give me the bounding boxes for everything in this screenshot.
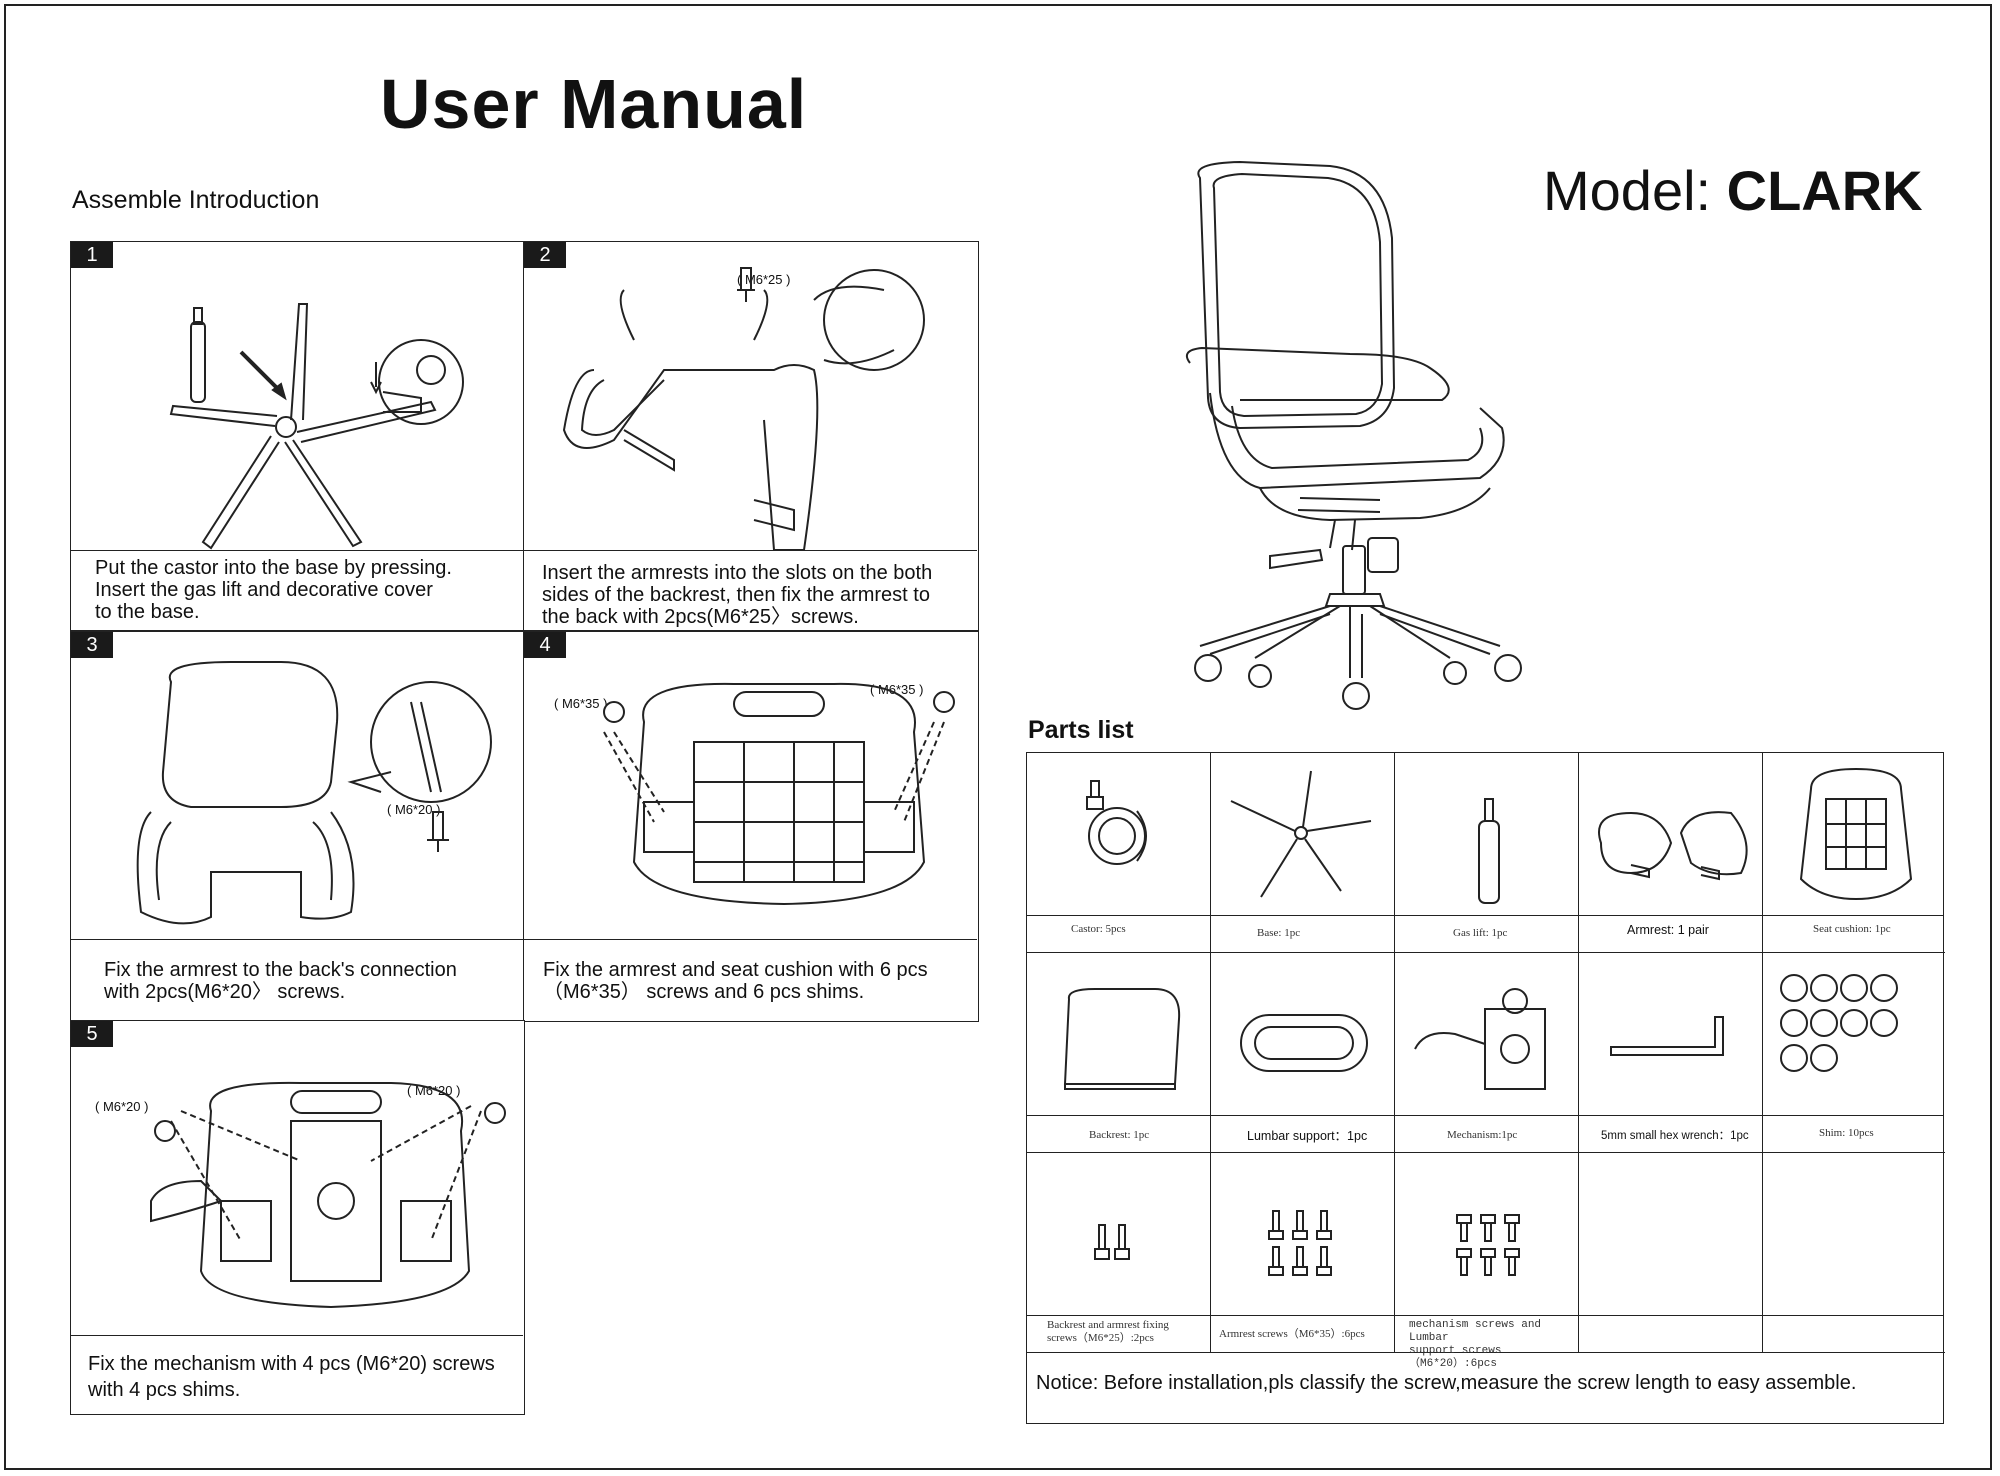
step-4-caption: Fix the armrest and seat cushion with 6 … [543, 959, 928, 1003]
step-4-screw-label-right: ( M6*35 ) [870, 682, 924, 697]
step-2-panel: 2 ( M6*25 ) Insert the armrests into the… [523, 241, 979, 631]
parts-cell-castor: Castor: 5pcs [1027, 753, 1211, 953]
parts-cell-backrest: Backrest: 1pc [1027, 953, 1211, 1153]
parts-cell-hex-wrench: 5mm small hex wrench：1pc [1579, 953, 1763, 1153]
step-1-caption-divider [71, 550, 523, 551]
parts-row3-caption-divider [1027, 1315, 1943, 1316]
step-number: 2 [524, 242, 566, 268]
screws-icon [1455, 1215, 1525, 1279]
parts-label: Gas lift: 1pc [1453, 927, 1508, 939]
step-number: 3 [71, 632, 113, 658]
parts-label: Armrest screws（M6*35）:6pcs [1219, 1328, 1365, 1340]
parts-label: Castor: 5pcs [1071, 923, 1126, 935]
office-chair-illustration [1180, 158, 1570, 728]
parts-cell-base: Base: 1pc [1211, 753, 1395, 953]
step-2-caption: Insert the armrests into the slots on th… [542, 562, 933, 628]
parts-label: Backrest: 1pc [1089, 1129, 1150, 1141]
step-5-caption-divider [71, 1335, 523, 1336]
step-2-caption-divider [524, 550, 977, 551]
parts-cell-armrest-screws: Armrest screws（M6*35）:6pcs [1211, 1153, 1395, 1353]
parts-label: Lumbar support：1pc [1247, 1129, 1368, 1143]
lumbar-support-icon [1239, 1013, 1369, 1073]
seat-cushion-underside-illustration [604, 672, 964, 912]
parts-row2-caption-divider [1027, 1115, 1943, 1116]
parts-label: mechanism screws and Lumbar support scre… [1409, 1319, 1542, 1370]
parts-cell-lumbar-support: Lumbar support：1pc [1211, 953, 1395, 1153]
castor-icon [1077, 781, 1157, 871]
model-prefix: Model: [1543, 159, 1727, 222]
hex-wrench-icon [1611, 1017, 1731, 1057]
step-1-caption: Put the castor into the base by pressing… [95, 557, 452, 623]
parts-cell-seat-cushion: Seat cushion: 1pc [1763, 753, 1945, 953]
star-base-illustration [171, 302, 511, 542]
step-3-caption: Fix the armrest to the back's connection… [104, 959, 457, 1003]
mechanism-attachment-illustration [151, 1071, 521, 1311]
parts-row1-caption-divider [1027, 915, 1943, 916]
parts-list-title: Parts list [1028, 716, 1134, 744]
parts-label: Base: 1pc [1257, 927, 1301, 939]
parts-label: Mechanism:1pc [1447, 1129, 1518, 1141]
step-3-panel: 3 ( M6*20 ) Fix the armrest to the back'… [70, 631, 525, 1022]
step-4-panel: 4 ( M6*35 ) ( M6*35 ) Fix the armrest an… [523, 631, 979, 1022]
parts-cell-empty-2 [1763, 1153, 1945, 1353]
manual-title: User Manual [380, 65, 808, 143]
gas-lift-icon [1475, 799, 1505, 909]
mechanism-icon [1415, 989, 1565, 1099]
step-5-caption: Fix the mechanism with 4 pcs (M6*20) scr… [88, 1353, 495, 1401]
parts-list-table: Castor: 5pcs Base: 1pc Gas lift: 1pc Arm… [1026, 752, 1945, 1424]
parts-notice: Notice: Before installation,pls classify… [1036, 1372, 1857, 1394]
assemble-heading: Assemble Introduction [72, 186, 320, 214]
parts-cell-empty-1 [1579, 1153, 1763, 1353]
parts-cell-mechanism: Mechanism:1pc [1395, 953, 1579, 1153]
armrest-icon [1591, 803, 1756, 883]
step-number: 1 [71, 242, 113, 268]
step-number: 5 [71, 1021, 113, 1047]
backrest-attachment-illustration [131, 662, 521, 932]
base-icon [1231, 771, 1371, 901]
parts-cell-gas-lift: Gas lift: 1pc [1395, 753, 1579, 953]
parts-label: Shim: 10pcs [1819, 1127, 1874, 1139]
backrest-icon [1055, 989, 1185, 1089]
step-1-panel: 1 Put the castor into the base by pressi… [70, 241, 525, 631]
page-frame [4, 4, 1992, 1470]
model-label: Model: CLARK [1543, 158, 1923, 223]
armrest-backrest-illustration [554, 260, 974, 550]
parts-cell-armrest: Armrest: 1 pair [1579, 753, 1763, 953]
seat-cushion-icon [1791, 769, 1921, 899]
step-5-panel: 5 ( M6*20 ) ( M6*20 ) Fix the mechanism … [70, 1020, 525, 1415]
step-4-screw-label-left: ( M6*35 ) [554, 696, 608, 711]
step-3-screw-label: ( M6*20 ) [387, 802, 441, 817]
screws-icon [1267, 1211, 1337, 1281]
parts-cell-mechanism-screws: mechanism screws and Lumbar support scre… [1395, 1153, 1579, 1370]
parts-label: Armrest: 1 pair [1627, 923, 1709, 937]
step-5-screw-label-left: ( M6*20 ) [95, 1099, 149, 1114]
step-number: 4 [524, 632, 566, 658]
parts-cell-shim: Shim: 10pcs [1763, 953, 1945, 1153]
model-name: CLARK [1726, 159, 1923, 222]
parts-label: Seat cushion: 1pc [1813, 923, 1891, 935]
step-3-caption-divider [71, 939, 523, 940]
step-4-caption-divider [524, 939, 977, 940]
screws-icon [1095, 1225, 1135, 1261]
parts-cell-backrest-screws: Backrest and armrest fixing screws（M6*25… [1027, 1153, 1211, 1353]
parts-label: Backrest and armrest fixing screws（M6*25… [1047, 1319, 1169, 1344]
parts-label: 5mm small hex wrench：1pc [1601, 1130, 1749, 1142]
shim-icon [1779, 973, 1899, 1093]
